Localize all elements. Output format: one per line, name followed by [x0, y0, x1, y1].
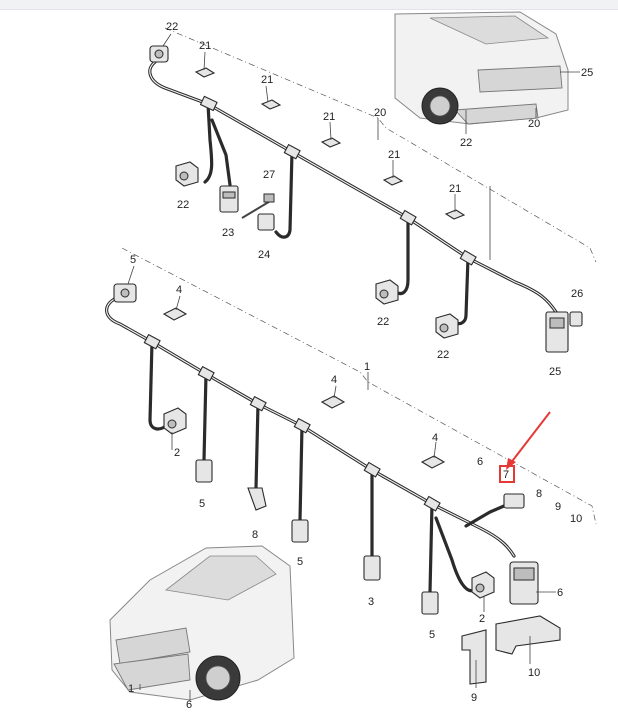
front-harness — [105, 247, 597, 688]
callout-rear-clip-1: 21 — [199, 40, 211, 52]
callout-rear-sensor-mid-2: 22 — [437, 349, 449, 361]
callout-front-sensor-2-right: 2 — [479, 613, 485, 625]
callout-front-sensor-2-left: 2 — [174, 447, 180, 459]
callout-front-label-9: 9 — [555, 501, 561, 513]
callout-front-clip-2: 4 — [331, 374, 337, 386]
callout-front-label-7: 7 — [503, 469, 509, 481]
callout-bracket-10: 10 — [528, 667, 540, 679]
callout-rear-clip-2: 21 — [261, 74, 273, 86]
callout-bracket-9: 9 — [471, 692, 477, 704]
callout-rear-bolt-27: 27 — [263, 169, 275, 181]
callout-rear-clip-5: 21 — [449, 183, 461, 195]
callout-rear-connector-25: 25 — [549, 366, 561, 378]
callout-bottom-harness: 1 — [364, 361, 370, 373]
callout-front-conn-5b: 5 — [297, 556, 303, 568]
callout-front-label-8: 8 — [536, 488, 542, 500]
callout-labels: 22 21 21 21 21 21 20 22 23 27 24 22 22 2… — [128, 21, 593, 711]
rear-car-illustration — [394, 11, 580, 134]
callout-rear-sensor-left-end: 22 — [166, 21, 178, 33]
callout-rear-connector-24: 24 — [258, 249, 270, 261]
rear-harness — [148, 27, 597, 353]
callout-front-bumper-car: 1 — [128, 683, 134, 695]
callout-top-harness: 20 — [374, 107, 386, 119]
callout-rear-connector-23: 23 — [222, 227, 234, 239]
callout-front-car-sensor: 6 — [186, 699, 192, 711]
callout-front-conn-left-end: 5 — [130, 254, 136, 266]
callout-rear-clip-4: 21 — [388, 149, 400, 161]
callout-rear-clip-3: 21 — [323, 111, 335, 123]
highlight-marker — [499, 411, 551, 483]
callout-front-label-10: 10 — [570, 513, 582, 525]
callout-front-conn-3: 3 — [368, 596, 374, 608]
front-car-illustration — [109, 545, 295, 701]
callout-rear-car-sensor: 22 — [460, 137, 472, 149]
callout-front-conn-5a: 5 — [199, 498, 205, 510]
callout-rear-car-connector: 25 — [581, 67, 593, 79]
callout-front-clip-3: 4 — [432, 432, 438, 444]
callout-rear-sensor-drop-1: 22 — [177, 199, 189, 211]
callout-front-clip-1: 4 — [176, 284, 182, 296]
callout-rear-grommet-26: 26 — [571, 288, 583, 300]
callout-front-conn-6: 6 — [557, 587, 563, 599]
callout-rear-bumper-car: 20 — [528, 118, 540, 130]
callout-rear-sensor-mid-1: 22 — [377, 316, 389, 328]
callout-front-conn-8: 8 — [252, 529, 258, 541]
window-top-bar — [0, 0, 618, 10]
callout-front-label-6-top: 6 — [477, 456, 483, 468]
callout-front-conn-5c: 5 — [429, 629, 435, 641]
